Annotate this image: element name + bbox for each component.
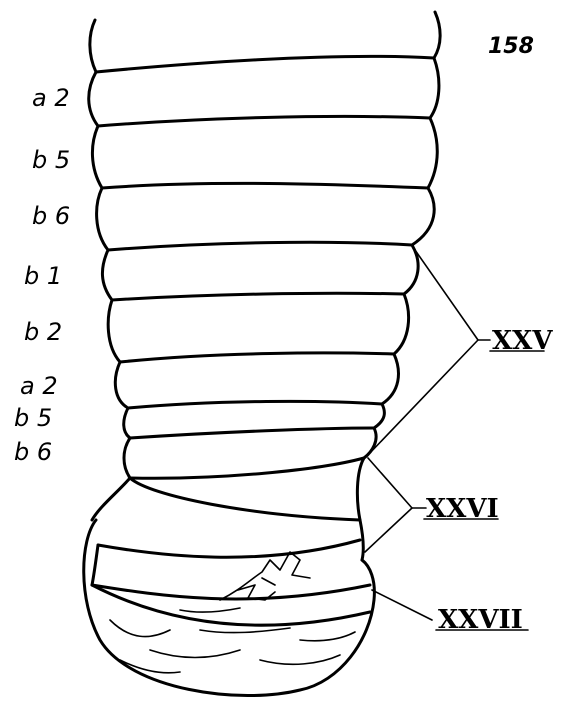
lesion-scribble	[220, 552, 310, 600]
callout-leaders	[365, 250, 490, 620]
right-outline	[357, 58, 439, 560]
segment-label: b 6	[32, 202, 70, 230]
segment-line	[128, 401, 382, 408]
segment-line	[130, 428, 374, 438]
clitellum-outline	[98, 540, 360, 557]
segment-labels: a 2 b 5 b 6 b 1 b 2 a 2 b 5 b 6	[14, 84, 70, 466]
segment-label: b 5	[32, 146, 70, 174]
segment-line	[120, 353, 394, 362]
clitellum-outline	[130, 478, 360, 520]
segment-label: a 2	[32, 84, 70, 112]
figure-number: 158	[488, 34, 534, 59]
segment-line	[102, 183, 428, 188]
segment-label: b 2	[24, 318, 62, 346]
segment-label: b 6	[14, 438, 52, 466]
clitellum-outline	[92, 545, 98, 585]
segment-line	[96, 56, 434, 72]
left-outline	[89, 72, 130, 520]
segment-line	[130, 458, 364, 478]
texture-strokes	[110, 608, 355, 673]
segment-label: b 5	[14, 404, 52, 432]
segment-line	[98, 116, 430, 126]
segment-label: a 2	[20, 372, 58, 400]
segment-line	[112, 293, 404, 300]
clitellum-outline	[92, 585, 370, 599]
segment-line	[108, 242, 412, 250]
worm-body	[84, 12, 440, 696]
top-edge	[90, 12, 440, 72]
segment-label: b 1	[24, 262, 62, 290]
